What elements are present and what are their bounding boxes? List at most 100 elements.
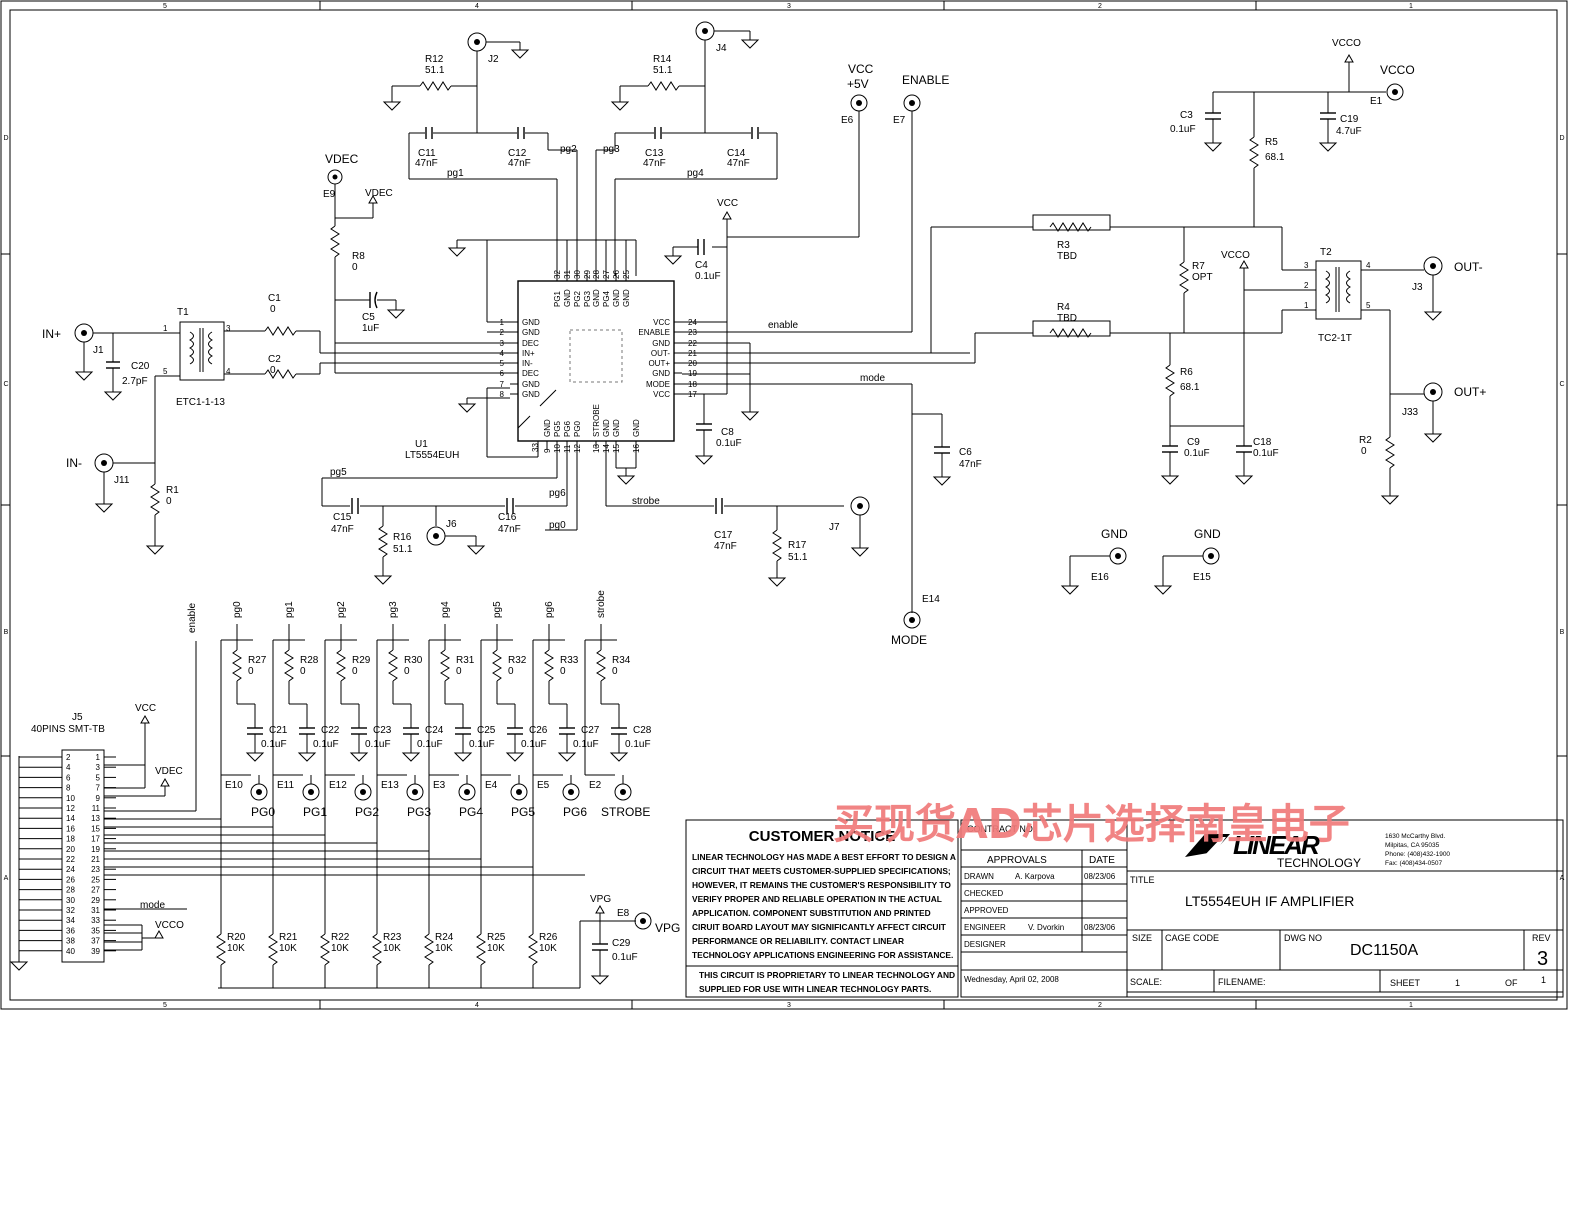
lower-nets: pg5 C15 47nF R16 51.1 J6 C16 47nF pg6 pg…	[321, 398, 870, 587]
resistor-symbol	[528, 933, 538, 966]
j1-ref: J1	[93, 345, 104, 356]
print-date: Wednesday, April 02, 2008	[964, 975, 1059, 984]
ic-pin-name: GND	[612, 419, 621, 437]
resistor-symbol	[388, 649, 398, 682]
ic-pin-name: OUT-	[651, 349, 670, 358]
title-block: CONTRACT NO. APPROVALS DATE DRAWN A. Kar…	[960, 819, 1564, 998]
pg-testpoint-ref: E3	[433, 780, 446, 791]
pg-pullup-val: 10K	[539, 943, 557, 954]
header-pin-odd: 13	[91, 814, 100, 823]
pg-testpoint-label: PG6	[563, 805, 587, 819]
ic-pin-name: GND	[592, 289, 601, 307]
c4-val: 0.1uF	[695, 271, 721, 282]
notice-line: CIRCUIT THAT MEETS CUSTOMER-SUPPLIED SPE…	[692, 866, 951, 876]
r5-val: 68.1	[1265, 152, 1285, 163]
pg-resistor-ref: R32	[508, 655, 527, 666]
output-section: R3 TBD R4 TBD R7 OPT R6 68.1 C9 0.1uF VC…	[930, 38, 1486, 505]
ic-gnd-top	[447, 239, 637, 413]
notice-footer: SUPPLIED FOR USE WITH LINEAR TECHNOLOGY …	[699, 984, 931, 994]
c16-val: 47nF	[498, 524, 521, 535]
net-pg4: pg4	[687, 168, 704, 179]
ground-symbol	[505, 752, 525, 762]
r3-ref: R3	[1057, 240, 1070, 251]
pg-net-label: pg2	[336, 601, 347, 618]
r5-ref: R5	[1265, 137, 1278, 148]
frame-row-label: C	[1559, 381, 1564, 388]
pg-pullup-val: 10K	[383, 943, 401, 954]
resistor-symbol	[440, 649, 450, 682]
pg-cap-val: 0.1uF	[521, 739, 547, 750]
header-pin-even: 10	[66, 794, 75, 803]
header-pin-odd: 19	[91, 845, 100, 854]
filename-label: FILENAME:	[1218, 977, 1266, 987]
ic-pin-name: GND	[652, 369, 670, 378]
resistor-symbol	[320, 933, 330, 966]
ground-symbol	[609, 752, 629, 762]
pg-pullup-val: 10K	[227, 943, 245, 954]
vcco-net-1: VCCO	[1332, 38, 1361, 49]
c3-ref: C3	[1180, 110, 1193, 121]
pg-resistor-val: 0	[560, 666, 566, 677]
vdec-net: VDEC	[365, 188, 393, 199]
header-pin-odd: 17	[91, 835, 100, 844]
e1-ref: E1	[1370, 96, 1383, 107]
ic-pin-name: GND	[522, 390, 540, 399]
address-line: Fax: (408)434-0507	[1385, 860, 1442, 867]
r3-val: TBD	[1057, 251, 1077, 262]
ic-pin-name: GND	[652, 339, 670, 348]
header-pin-even: 26	[66, 875, 75, 884]
c13-ref: C13	[645, 148, 664, 159]
t1-pin-1: 1	[163, 324, 168, 333]
c6-val: 47nF	[959, 459, 982, 470]
r7-val: OPT	[1192, 272, 1213, 283]
net-pg2: pg2	[560, 144, 577, 155]
pg-net-label: pg3	[388, 601, 399, 618]
resistor-symbol	[284, 649, 294, 682]
header-pin-odd: 21	[91, 855, 100, 864]
net-enable: enable	[768, 320, 798, 331]
ic-pin-name: GND	[602, 419, 611, 437]
pg-cap-ref: C21	[269, 725, 288, 736]
ic-pin-name: IN-	[522, 359, 533, 368]
header-j5: J5 40PINS SMT-TB VCC VDEC mode VCCO enab…	[9, 603, 198, 971]
r17-ref: R17	[788, 540, 807, 551]
header-pin-odd: 5	[96, 773, 101, 782]
vdec-ref: E9	[323, 189, 336, 200]
pg-testpoint-ref: E5	[537, 780, 550, 791]
pg-testpoint-label: PG4	[459, 805, 483, 819]
header-pin-odd: 3	[96, 763, 101, 772]
r1-ref: R1	[166, 485, 179, 496]
approvals-label: APPROVALS	[987, 855, 1047, 866]
header-pin-odd: 37	[91, 937, 100, 946]
r7-ref: R7	[1192, 261, 1205, 272]
c16-ref: C16	[498, 512, 517, 523]
pg-pullup-val: 10K	[331, 943, 349, 954]
pg-resistor-val: 0	[352, 666, 358, 677]
ic-pin1-mark	[517, 389, 557, 429]
testpoint-dot	[464, 789, 470, 795]
ic-pin-number: 29	[583, 270, 592, 279]
vcc-net-hdr: VCC	[135, 703, 156, 714]
out-pos-label: OUT+	[1454, 385, 1486, 399]
t2-pin-5: 5	[1366, 301, 1371, 310]
vcc-net: VCC	[717, 198, 738, 209]
header-pin-even: 6	[66, 773, 71, 782]
r14-ref: R14	[653, 54, 672, 65]
header-pin-even: 24	[66, 865, 75, 874]
header-pin-odd: 7	[96, 784, 101, 793]
pg-testpoint-label: PG5	[511, 805, 535, 819]
header-pin-odd: 15	[91, 824, 100, 833]
resistor-symbol	[492, 649, 502, 682]
approved-label: APPROVED	[964, 906, 1009, 915]
c19-ref: C19	[1340, 114, 1359, 125]
r16-val: 51.1	[393, 544, 413, 555]
ic-pin-name: GND	[522, 380, 540, 389]
ic-part: LT5554EUH	[405, 450, 459, 461]
header-pin-odd: 35	[91, 926, 100, 935]
gnd-label-1: GND	[1101, 527, 1128, 541]
r12-ref: R12	[425, 54, 444, 65]
c4-ref: C4	[695, 260, 708, 271]
vpg-label: VPG	[655, 921, 680, 935]
